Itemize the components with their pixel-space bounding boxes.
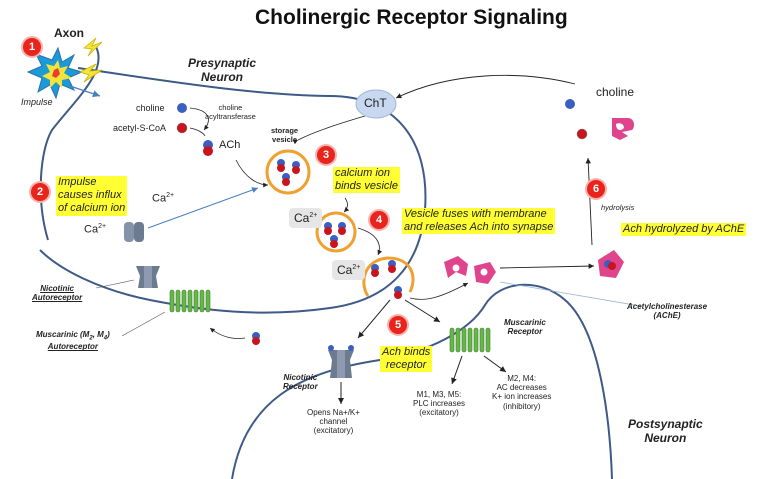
calcium-bound-vesicle bbox=[315, 211, 357, 253]
muscarinic-receptor-shape bbox=[449, 327, 491, 353]
presynaptic-neuron-label: Presynaptic Neuron bbox=[188, 56, 257, 84]
axon-label: Axon bbox=[54, 26, 84, 40]
step-6-highlight: Ach hydrolyzed by AChE bbox=[621, 223, 747, 237]
muscarinic-receptor-label: Muscarinic Receptor bbox=[504, 318, 546, 337]
ach-molecule bbox=[203, 146, 213, 156]
choline-molecule bbox=[177, 103, 187, 113]
muscarinic-autoreceptor-shape bbox=[169, 289, 211, 313]
ache-enzyme-hydrolysis bbox=[598, 250, 624, 278]
impulse-burst bbox=[26, 46, 84, 100]
acetyl-coa-molecule bbox=[176, 122, 188, 134]
nicotinic-receptor-label: Nicotinic Receptor bbox=[283, 373, 318, 392]
storage-vesicle bbox=[265, 149, 311, 195]
step-4-badge: 4 bbox=[370, 211, 388, 229]
postsynaptic-neuron-label: Postsynaptic Neuron bbox=[628, 417, 703, 445]
m24-effect-label: M2, M4: AC decreases K+ ion increases (i… bbox=[492, 374, 552, 411]
calcium-channel bbox=[124, 222, 144, 242]
step-6-badge: 6 bbox=[587, 180, 605, 198]
lightning-icon bbox=[78, 63, 103, 83]
choline-acyltransferase-label: choline acyltransferase bbox=[205, 103, 256, 121]
choline-right-label: choline bbox=[596, 85, 635, 99]
axon-membrane bbox=[39, 44, 100, 241]
cht-transporter bbox=[355, 89, 397, 119]
muscarinic-autoreceptor-label: Muscarinic (M2, M4) Autoreceptor bbox=[36, 330, 110, 352]
ache-enzyme-synapse bbox=[444, 256, 496, 284]
cht-label: ChT bbox=[364, 96, 387, 110]
nicotinic-autoreceptor-shape bbox=[136, 266, 160, 288]
step-4-highlight: Vesicle fuses with membrane and releases… bbox=[402, 208, 556, 235]
presynaptic-membrane bbox=[39, 67, 427, 314]
step-2-badge: 2 bbox=[31, 183, 49, 201]
ache-label: Acetylcholinesterase (AChE) bbox=[627, 302, 708, 321]
choline-molecule-right bbox=[565, 99, 575, 109]
calcium-label: Ca2+ bbox=[84, 223, 107, 236]
step-3-badge: 3 bbox=[317, 146, 335, 164]
step-5-highlight: Ach binds receptor bbox=[380, 346, 433, 373]
fused-vesicle bbox=[362, 256, 415, 299]
hydrolysis-label: hydrolysis bbox=[601, 203, 635, 212]
ach-label: ACh bbox=[219, 139, 241, 151]
ache-enzyme-top bbox=[612, 118, 635, 140]
step-3-highlight: calcium ion binds vesicle bbox=[333, 167, 400, 194]
step-2-highlight: Impulse causes influx of calcium ion bbox=[56, 176, 128, 216]
step-1-badge: 1 bbox=[23, 38, 41, 56]
storage-vesicle-label: storage vesicle bbox=[271, 126, 299, 144]
nicotinic-receptor-shape bbox=[328, 345, 354, 378]
impulse-label: Impulse bbox=[21, 97, 53, 107]
postsynaptic-membrane bbox=[231, 283, 613, 479]
choline-label: choline bbox=[136, 103, 165, 113]
acetyl-coa-label: acetyl-S-CoA bbox=[113, 123, 167, 133]
nicotinic-effect-label: Opens Na+/K+ channel (excitatory) bbox=[307, 408, 360, 436]
calcium-ion-badge: Ca2+ bbox=[332, 260, 366, 280]
acetate-molecule bbox=[576, 128, 588, 140]
lightning-icon bbox=[83, 37, 103, 57]
nicotinic-autoreceptor-label: Nicotinic Autoreceptor bbox=[32, 284, 83, 303]
page-title: Cholinergic Receptor Signaling bbox=[255, 6, 568, 29]
m135-effect-label: M1, M3, M5: PLC increases (excitatory) bbox=[413, 390, 466, 418]
calcium-label: Ca2+ bbox=[152, 192, 175, 205]
calcium-ion-badge: Ca2+ bbox=[289, 208, 323, 228]
step-5-badge: 5 bbox=[389, 316, 407, 334]
